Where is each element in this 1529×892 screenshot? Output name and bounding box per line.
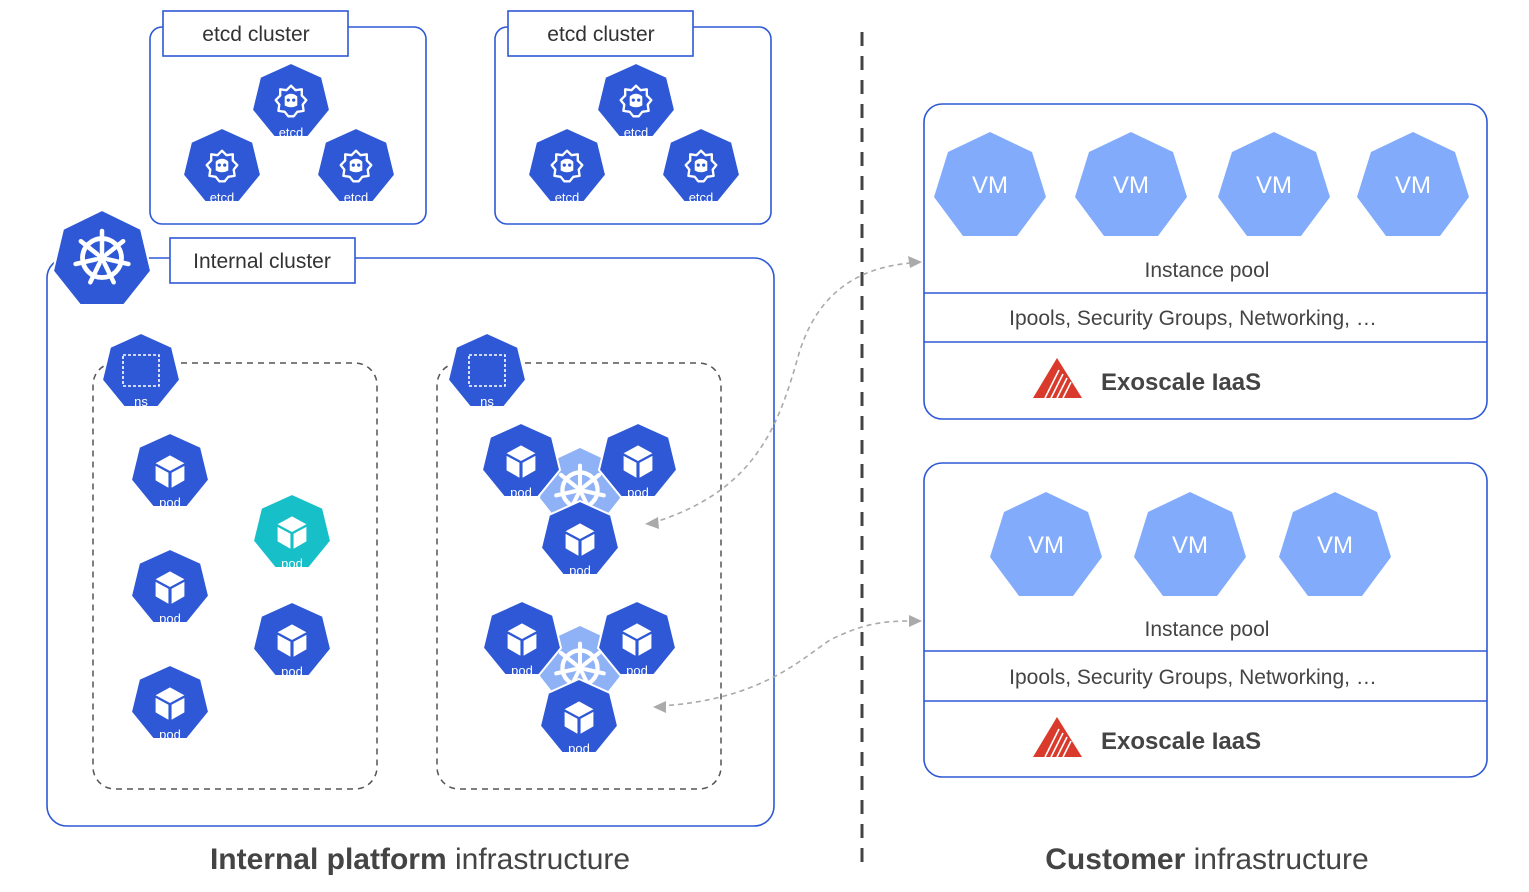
etcd-node-icon: etcd	[660, 126, 742, 205]
vm-icon: VM	[1357, 132, 1469, 236]
pod-label: pod	[159, 611, 181, 626]
pod-icon-highlighted: pod	[251, 492, 333, 571]
etcd-node-label: etcd	[279, 125, 304, 140]
vm-icon: VM	[990, 492, 1102, 596]
internal-cluster: Internal cluster ns pod pod	[46, 208, 775, 827]
exoscale-logo-icon	[1033, 358, 1082, 399]
etcd-cluster-2-label: etcd cluster	[547, 23, 654, 46]
pod-label: pod	[159, 495, 181, 510]
etcd-cluster-2: etcd cluster etcd etcd etcd	[494, 10, 772, 225]
pod-label: pod	[568, 741, 590, 756]
vm-label: VM	[1028, 532, 1064, 559]
etcd-node-label: etcd	[689, 190, 714, 205]
vm-icon: VM	[1279, 492, 1391, 596]
pod-label: pod	[569, 563, 591, 578]
vm-icon: VM	[1134, 492, 1246, 596]
pod-label: pod	[626, 663, 648, 678]
services-label: Ipools, Security Groups, Networking, …	[1009, 307, 1377, 330]
etcd-node-icon: etcd	[181, 126, 263, 205]
namespace-icon: ns	[100, 331, 182, 409]
vm-icon: VM	[934, 132, 1046, 236]
instance-pool-label: Instance pool	[1145, 259, 1270, 282]
etcd-node-icon: etcd	[595, 61, 677, 140]
kubernetes-icon	[51, 208, 153, 306]
connection-arrow-1	[645, 256, 922, 529]
services-label: Ipools, Security Groups, Networking, …	[1009, 666, 1377, 689]
pod-icon: pod	[480, 421, 562, 500]
etcd-node-icon: etcd	[250, 61, 332, 140]
pod-icon: pod	[129, 663, 211, 742]
exoscale-logo-icon	[1033, 717, 1082, 758]
vm-label: VM	[1172, 532, 1208, 559]
pod-label: pod	[510, 485, 532, 500]
provider-label: Exoscale IaaS	[1101, 369, 1261, 396]
namespace-icon: ns	[446, 331, 528, 409]
etcd-node-label: etcd	[624, 125, 649, 140]
etcd-node-icon: etcd	[526, 126, 608, 205]
pod-icon: pod	[129, 431, 211, 510]
pod-label: pod	[159, 727, 181, 742]
namespace-label: ns	[134, 394, 148, 409]
iaas-stack-1: VM VM VM VM Instance pool Ipools, Securi…	[923, 103, 1488, 420]
etcd-node-label: etcd	[555, 190, 580, 205]
iaas-stack-2: VM VM VM Instance pool Ipools, Security …	[923, 462, 1488, 778]
etcd-node-icon: etcd	[315, 126, 397, 205]
namespace-label: ns	[480, 394, 494, 409]
vm-label: VM	[1256, 172, 1292, 199]
customer-infrastructure-caption: Customer infrastructure	[1045, 843, 1368, 876]
vm-icon: VM	[1075, 132, 1187, 236]
instance-pool-label: Instance pool	[1145, 618, 1270, 641]
vm-label: VM	[972, 172, 1008, 199]
connection-arrow-2	[653, 615, 922, 713]
etcd-cluster-1-label: etcd cluster	[202, 23, 309, 46]
pod-icon: pod	[538, 677, 620, 756]
etcd-node-label: etcd	[344, 190, 369, 205]
etcd-cluster-1: etcd cluster etcd etcd etcd	[149, 10, 427, 225]
pod-icon: pod	[539, 499, 621, 578]
internal-infrastructure-caption: Internal platform infrastructure	[210, 843, 630, 876]
pod-icon: pod	[481, 599, 563, 678]
vm-label: VM	[1113, 172, 1149, 199]
vm-label: VM	[1395, 172, 1431, 199]
pod-icon: pod	[596, 599, 678, 678]
vm-label: VM	[1317, 532, 1353, 559]
etcd-node-label: etcd	[210, 190, 235, 205]
namespace-1: ns pod pod pod pod	[92, 331, 378, 790]
pod-icon: pod	[251, 600, 333, 679]
pod-icon: pod	[597, 421, 679, 500]
pod-label: pod	[281, 556, 303, 571]
pod-label: pod	[627, 485, 649, 500]
pod-icon: pod	[129, 547, 211, 626]
vm-icon: VM	[1218, 132, 1330, 236]
internal-cluster-label: Internal cluster	[193, 250, 331, 273]
namespace-2: ns pod pod pod	[436, 331, 722, 790]
pod-label: pod	[511, 663, 533, 678]
pod-label: pod	[281, 664, 303, 679]
provider-label: Exoscale IaaS	[1101, 728, 1261, 755]
